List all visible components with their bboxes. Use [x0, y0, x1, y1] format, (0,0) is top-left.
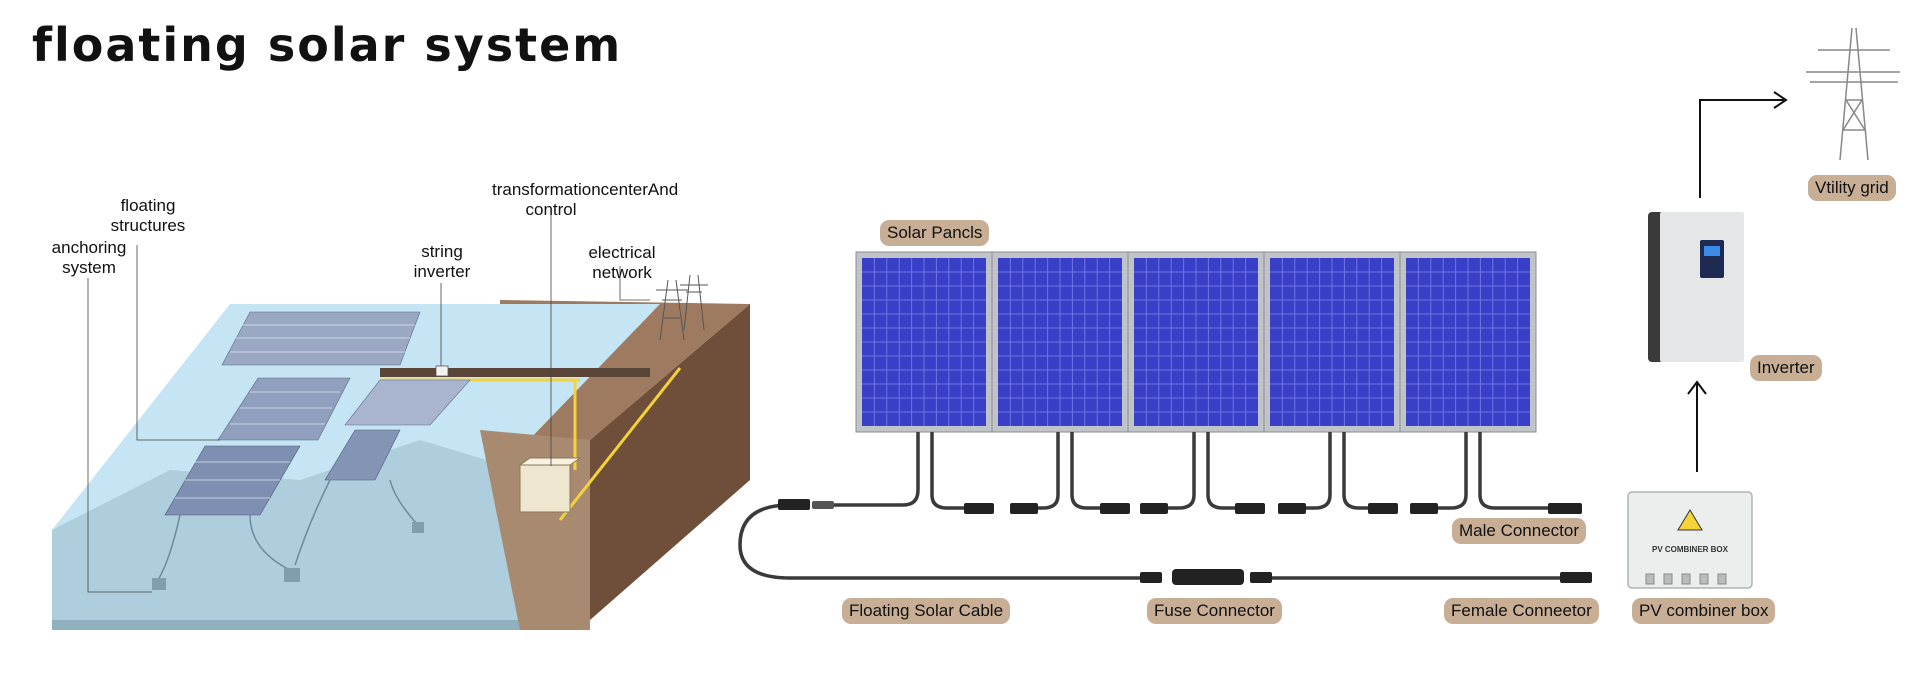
label-pv-combiner-box: PV combiner box — [1632, 598, 1776, 624]
label-inverter: Inverter — [1750, 355, 1822, 381]
label-floating-structures: floating structures — [110, 196, 186, 235]
label-solar-panels: Solar Pancls — [880, 220, 990, 246]
label-transformation-center: transformationcenterAnd control — [492, 180, 679, 219]
panel-array-center — [344, 379, 471, 426]
floating-solar-illustration — [52, 215, 750, 630]
inverter-device — [1648, 212, 1744, 362]
flow-arrows — [1687, 91, 1788, 472]
panel-array-mid-left — [217, 377, 351, 441]
label-anchoring-system: anchoring system — [51, 238, 127, 277]
label-male-connector: Male Connector — [1452, 518, 1587, 544]
connectors — [778, 499, 1592, 585]
anchor-block-2 — [284, 568, 300, 582]
label-fuse-connector: Fuse Connector — [1147, 598, 1282, 624]
panel-array-right — [324, 429, 401, 481]
panel-cables — [738, 432, 1570, 580]
male-connector-end — [1548, 503, 1582, 514]
walkway — [380, 368, 650, 377]
anchor-block-3 — [412, 522, 424, 533]
utility-grid-pylon-icon — [1806, 27, 1900, 161]
pv-combiner-box: PV COMBINER BOX — [1627, 491, 1753, 589]
cable-yellow-3 — [558, 367, 682, 521]
string-inverter-box — [435, 365, 449, 377]
svg-text:PV COMBINER BOX: PV COMBINER BOX — [1652, 545, 1729, 554]
fuse-connector — [1172, 569, 1244, 585]
female-connector-end — [1560, 572, 1592, 583]
label-string-inverter: string inverter — [413, 242, 471, 281]
solar-panels — [855, 251, 1537, 433]
label-electrical-network: electrical network — [588, 243, 656, 282]
lake-bed-front — [52, 620, 590, 630]
label-floating-solar-cable: Floating Solar Cable — [842, 598, 1011, 624]
pylon-icon — [656, 274, 708, 341]
page-title: floating solar system — [32, 18, 623, 72]
earth-front-face — [590, 304, 750, 620]
label-utility-grid: Vtility grid — [1808, 175, 1896, 201]
label-female-connector: Female Conneetor — [1444, 598, 1599, 624]
anchor-block-1 — [152, 578, 166, 590]
